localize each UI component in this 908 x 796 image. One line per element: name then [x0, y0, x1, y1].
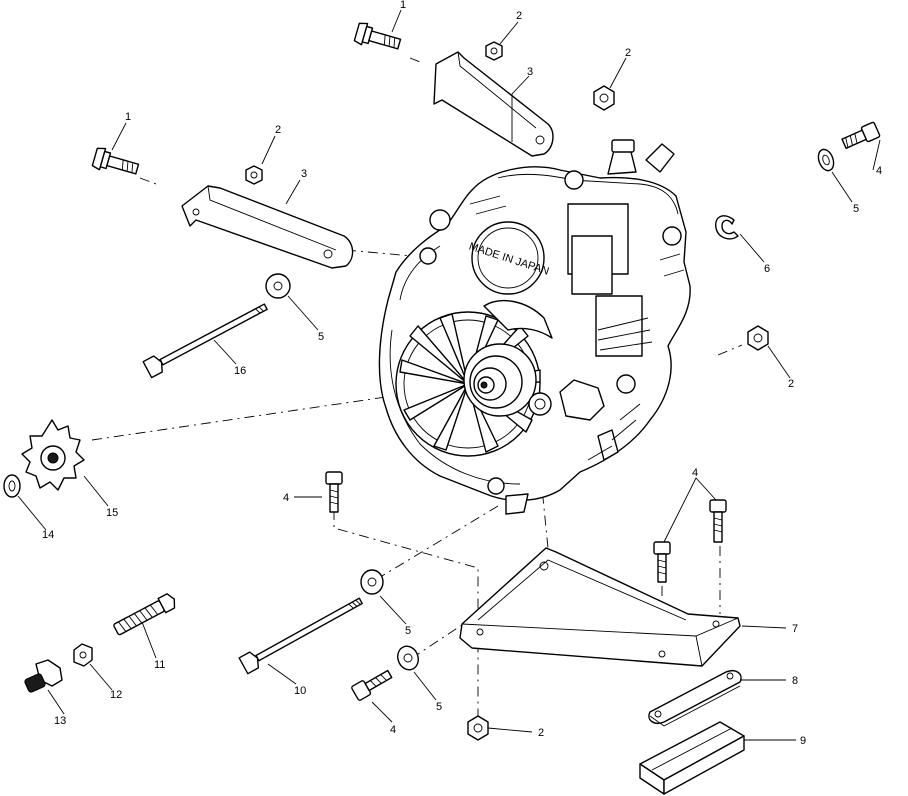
bolt-16 — [142, 303, 268, 379]
callout-part-3: 3 — [301, 168, 307, 180]
callout-part-8: 8 — [792, 675, 798, 687]
nut-12 — [73, 643, 93, 667]
washer-5-right — [817, 148, 835, 172]
callout-part-7: 7 — [792, 623, 798, 635]
stud-11 — [113, 593, 176, 636]
callout-part-2: 2 — [538, 727, 544, 739]
washer-14 — [3, 474, 21, 498]
sprocket-15 — [21, 419, 85, 491]
cover-boss: MADE IN JAPAN — [467, 221, 551, 295]
callout-part-4: 4 — [692, 467, 698, 479]
plate-8 — [648, 670, 742, 727]
callout-part-14: 14 — [42, 529, 54, 541]
callout-part-12: 12 — [110, 689, 122, 701]
callout-part-9: 9 — [800, 735, 806, 747]
screw-4-top-right — [841, 121, 881, 150]
callout-part-16: 16 — [234, 365, 246, 377]
callout-part-4: 4 — [876, 165, 882, 177]
callout-part-2: 2 — [516, 10, 522, 22]
callout-part-13: 13 — [54, 715, 66, 727]
clip-6 — [715, 215, 739, 240]
callout-part-2: 2 — [788, 378, 794, 390]
screw-4-right-a — [653, 541, 671, 583]
callout-part-2: 2 — [625, 47, 631, 59]
callout-part-5: 5 — [853, 203, 859, 215]
nut-2-bottom — [467, 715, 489, 741]
gearcase-housing: MADE IN JAPAN — [378, 139, 691, 515]
bracket-3-left — [181, 185, 354, 269]
washer-5-low — [397, 645, 419, 671]
bolt-10 — [238, 597, 363, 675]
screw-4-right-b — [709, 499, 727, 543]
callout-part-4: 4 — [390, 724, 396, 736]
callout-part-6: 6 — [764, 263, 770, 275]
bolt-1-top — [353, 22, 402, 50]
callout-labels: 1 2 2 3 1 2 3 4 5 6 5 16 2 15 14 4 4 7 5… — [42, 0, 882, 747]
bracket-3-top — [433, 51, 554, 157]
screw-4-middle — [325, 471, 343, 513]
washer-5-mid — [360, 569, 384, 595]
nut-2-top-a — [485, 41, 503, 61]
callout-part-3: 3 — [527, 66, 533, 78]
block-9 — [639, 721, 745, 795]
screw-4-bottom — [351, 669, 393, 701]
callout-part-1: 1 — [400, 0, 406, 11]
callout-part-10: 10 — [294, 685, 306, 697]
nut-2-top-b — [593, 85, 615, 111]
nut-2-right — [747, 325, 769, 351]
nut-2-left — [245, 165, 263, 185]
callout-part-2: 2 — [275, 124, 281, 136]
callout-part-1: 1 — [125, 111, 131, 123]
callout-part-5: 5 — [405, 625, 411, 637]
callout-part-5: 5 — [318, 331, 324, 343]
mount-plate-7 — [459, 547, 741, 667]
washer-5-left — [265, 273, 291, 299]
callout-part-15: 15 — [106, 507, 118, 519]
callout-part-4: 4 — [283, 492, 289, 504]
bolt-1-left — [91, 147, 140, 175]
callout-part-11: 11 — [154, 659, 165, 671]
leader-lines — [17, 9, 881, 741]
callout-part-5: 5 — [436, 701, 442, 713]
plug-13 — [24, 659, 63, 693]
